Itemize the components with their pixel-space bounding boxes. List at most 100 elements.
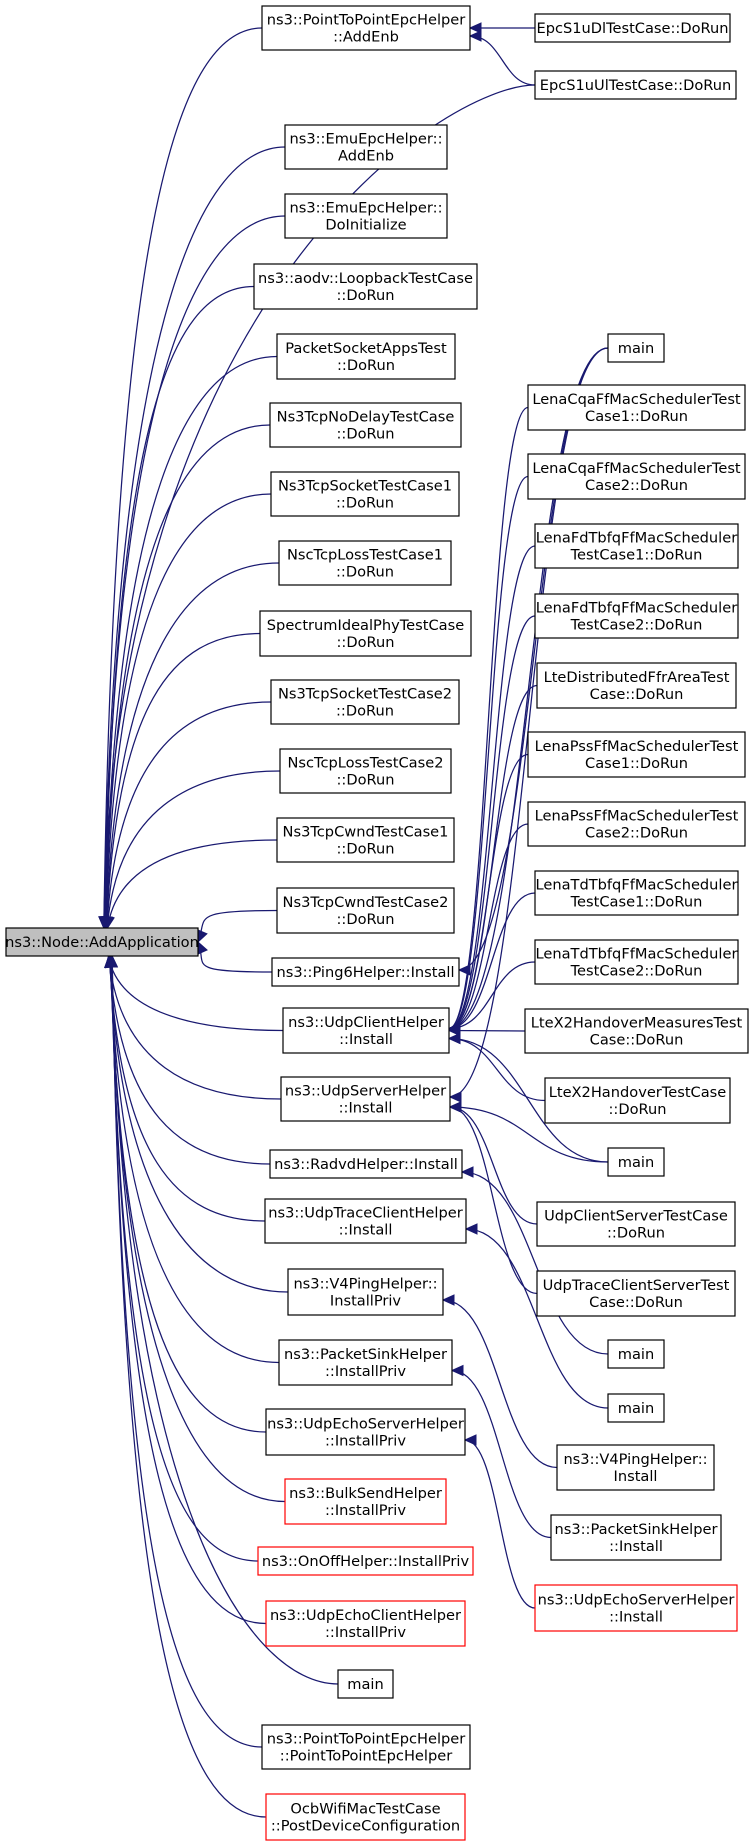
node-box: [269, 402, 462, 448]
node-label: Case1::DoRun: [585, 408, 688, 425]
node-label: Ns3TcpCwndTestCase2: [283, 894, 449, 911]
node-bulksend[interactable]: ns3::BulkSendHelper::InstallPriv: [284, 1478, 447, 1525]
node-radvd[interactable]: ns3::RadvdHelper::Install: [269, 1149, 463, 1179]
node-label: main: [618, 1346, 654, 1363]
edge-arrowhead: [98, 916, 110, 930]
node-label: ns3::PacketSinkHelper: [555, 1521, 718, 1538]
edge-packetsocket-to-root: [104, 355, 278, 929]
edge-udptrace-to-root: [108, 955, 266, 1222]
node-main_d[interactable]: main: [607, 1393, 665, 1423]
node-packetsocket[interactable]: PacketSocketAppsTest::DoRun: [276, 333, 456, 380]
edge-fdtbfq1-to-udpclient: [448, 545, 536, 1030]
node-box: [282, 1007, 450, 1054]
node-box: [284, 1478, 447, 1525]
node-sock2[interactable]: Ns3TcpSocketTestCase2::DoRun: [270, 679, 460, 725]
node-label: ::DoRun: [609, 1101, 667, 1118]
node-root[interactable]: ns3::Node::AddApplication: [5, 927, 199, 957]
edge-main_b-to-udpserver: [449, 1106, 609, 1163]
node-main_l1[interactable]: main: [337, 1669, 394, 1699]
node-aodv_loop[interactable]: ns3::aodv::LoopbackTestCase::DoRun: [253, 263, 478, 310]
node-label: LenaTdTbfqFfMacScheduler: [536, 946, 738, 963]
node-main_b[interactable]: main: [607, 1147, 665, 1177]
node-v4ping[interactable]: ns3::V4PingHelper::InstallPriv: [287, 1268, 444, 1316]
node-udpechoserver[interactable]: ns3::UdpEchoServerHelper::InstallPriv: [265, 1408, 466, 1456]
node-cwnd2[interactable]: Ns3TcpCwndTestCase2::DoRun: [276, 887, 455, 934]
node-label: NscTcpLossTestCase1: [287, 547, 443, 564]
node-nscloss2[interactable]: NscTcpLossTestCase2::DoRun: [279, 748, 452, 794]
node-uesinst[interactable]: ns3::UdpEchoServerHelper::Install: [534, 1584, 738, 1632]
node-emu_doinit[interactable]: ns3::EmuEpcHelper::DoInitialize: [284, 193, 448, 239]
edge-emu_addenb-to-root: [103, 146, 286, 929]
edge-ocb-to-root: [111, 955, 267, 1818]
node-label: Ns3TcpSocketTestCase2: [278, 686, 452, 703]
edge-epcul-to-p2p_addenb: [469, 35, 536, 86]
node-label: NscTcpLossTestCase2: [287, 755, 443, 772]
node-nodelay[interactable]: Ns3TcpNoDelayTestCase::DoRun: [269, 402, 462, 448]
node-label: ::Install: [339, 1100, 393, 1117]
node-epcdl[interactable]: EpcS1uDlTestCase::DoRun: [534, 13, 731, 43]
edge-udpcs-to-udpserver: [449, 1106, 538, 1225]
node-box: [287, 1268, 444, 1316]
node-p2p_ctor[interactable]: ns3::PointToPointEpcHelper::PointToPoint…: [261, 1724, 471, 1770]
node-label: ::DoRun: [607, 1225, 665, 1242]
node-label: ns3::PointToPointEpcHelper: [267, 1731, 466, 1748]
node-box: [607, 1393, 665, 1423]
node-epcul[interactable]: EpcS1uUlTestCase::DoRun: [534, 70, 737, 100]
node-ping6[interactable]: ns3::Ping6Helper::Install: [271, 957, 460, 987]
node-box: [337, 1669, 394, 1699]
node-box: [536, 1201, 736, 1247]
node-main_c[interactable]: main: [607, 1339, 665, 1369]
node-box: [278, 1339, 453, 1386]
node-ocb[interactable]: OcbWifiMacTestCase::PostDeviceConfigurat…: [265, 1793, 466, 1841]
node-box: [527, 801, 746, 847]
node-main_a[interactable]: main: [607, 333, 665, 363]
node-p2p_addenb[interactable]: ns3::PointToPointEpcHelper::AddEnb: [261, 5, 471, 51]
node-label: TestCase1::DoRun: [570, 894, 703, 911]
node-box: [534, 523, 739, 569]
node-packetsink[interactable]: ns3::PacketSinkHelper::InstallPriv: [278, 1339, 453, 1386]
node-udptrace[interactable]: ns3::UdpTraceClientHelper::Install: [264, 1198, 467, 1244]
node-box: [265, 1793, 466, 1841]
node-specideal[interactable]: SpectrumIdealPhyTestCase::DoRun: [259, 610, 472, 657]
node-cwnd1[interactable]: Ns3TcpCwndTestCase1::DoRun: [276, 817, 455, 863]
node-sock1[interactable]: Ns3TcpSocketTestCase1::DoRun: [270, 471, 460, 517]
node-udpclient[interactable]: ns3::UdpClientHelper::Install: [282, 1007, 450, 1054]
node-label: ns3::UdpEchoServerHelper: [538, 1592, 735, 1609]
node-udpechoclient[interactable]: ns3::UdpEchoClientHelper::InstallPriv: [265, 1600, 466, 1647]
node-box: [269, 1149, 463, 1179]
node-v4pinginst[interactable]: ns3::V4PingHelper::Install: [556, 1444, 715, 1491]
edge-fdtbfq2-to-udpclient: [448, 615, 536, 1030]
node-label: ns3::UdpClientHelper: [288, 1014, 444, 1031]
node-box: [284, 124, 448, 170]
node-udpserver[interactable]: ns3::UdpServerHelper::Install: [280, 1076, 451, 1122]
node-label: Ns3TcpSocketTestCase1: [278, 478, 452, 495]
node-udpcs[interactable]: UdpClientServerTestCase::DoRun: [536, 1201, 736, 1247]
node-emu_addenb[interactable]: ns3::EmuEpcHelper::AddEnb: [284, 124, 448, 170]
node-x2ho[interactable]: LteX2HandoverTestCase::DoRun: [544, 1077, 731, 1124]
edge-ping6-to-root: [197, 941, 273, 973]
node-label: LenaPssFfMacSchedulerTest: [535, 808, 739, 825]
node-label: main: [347, 1676, 383, 1693]
edge-arrowhead: [441, 1294, 455, 1306]
node-label: ::PointToPointEpcHelper: [280, 1748, 452, 1765]
node-label: LenaCqaFfMacSchedulerTest: [532, 391, 741, 408]
node-box: [270, 471, 460, 517]
edge-arrowhead: [448, 1101, 462, 1113]
node-nscloss1[interactable]: NscTcpLossTestCase1::DoRun: [278, 540, 452, 586]
node-label: ns3::PacketSinkHelper: [284, 1346, 447, 1363]
node-psinst[interactable]: ns3::PacketSinkHelper::Install: [550, 1514, 722, 1561]
edge-arrowhead: [463, 1434, 477, 1446]
node-box: [527, 384, 746, 431]
node-onoff[interactable]: ns3::OnOffHelper::InstallPriv: [257, 1546, 474, 1576]
